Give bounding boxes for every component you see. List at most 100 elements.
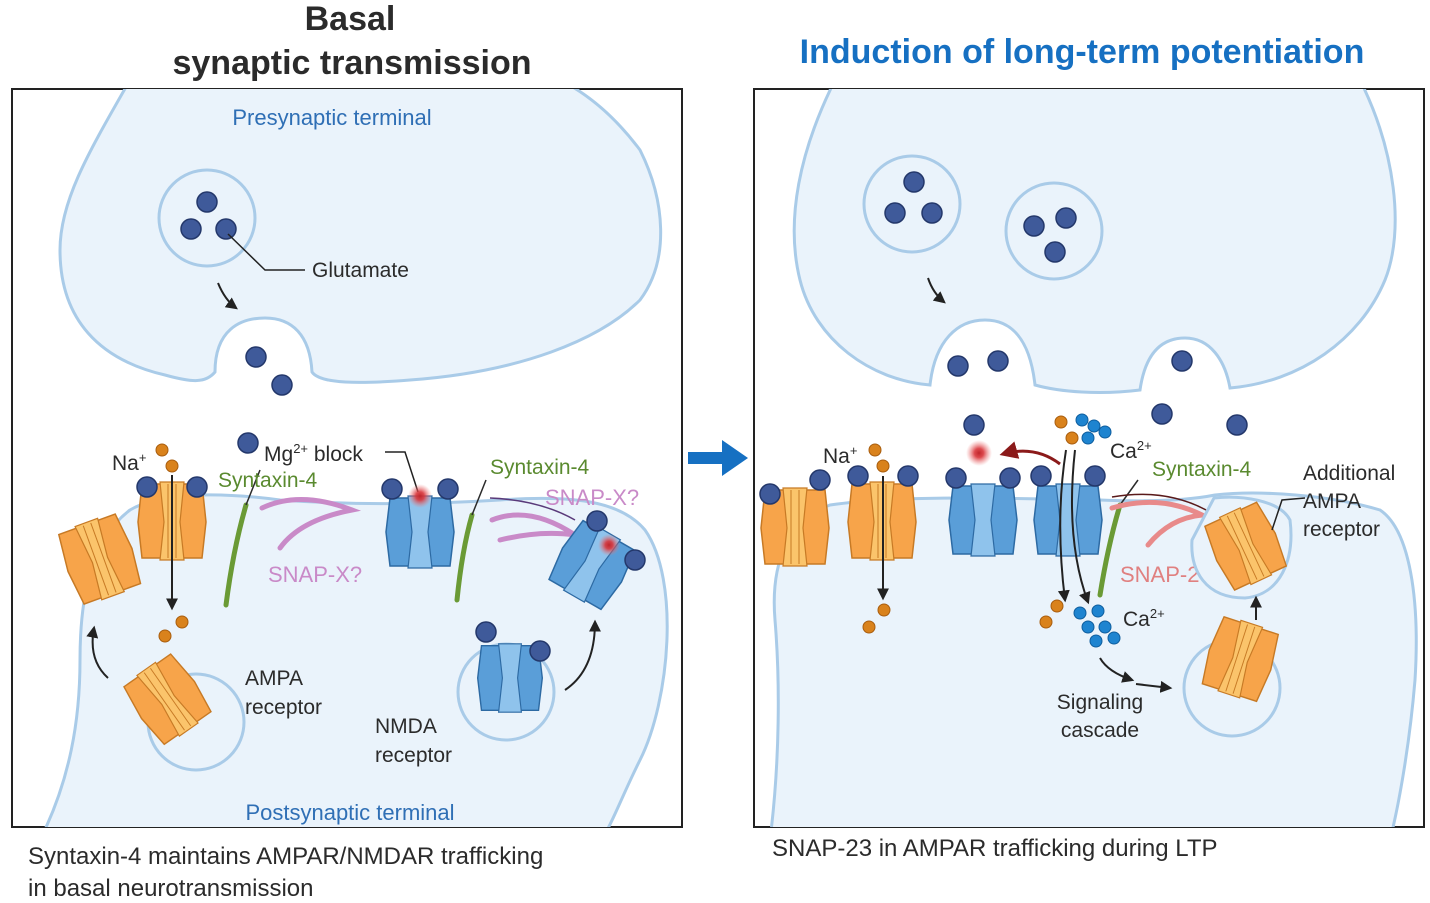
glutamate-molecule: [271, 374, 293, 396]
snapx-label-1: SNAP-X?: [268, 562, 362, 587]
glutamate-leader-line: [227, 233, 305, 271]
glutamate-molecule: [237, 432, 259, 454]
synaptic-vesicle: [862, 154, 962, 254]
cascade-arrow: [1099, 657, 1135, 683]
snap-x: [259, 497, 362, 551]
sodium-ion: [862, 620, 876, 634]
nmda-receptor: [948, 483, 1018, 557]
glutamate-molecule: [897, 465, 919, 487]
glutamate-molecule: [903, 171, 925, 193]
glutamate-molecule: [1226, 414, 1248, 436]
glutamate-molecule: [475, 621, 497, 643]
exocytosis-arrow: [927, 277, 946, 304]
presynaptic-label: Presynaptic terminal: [232, 105, 431, 130]
mg-ion: [408, 484, 432, 508]
exocytosis-arrow: [217, 282, 238, 310]
right-panel: Induction of long-term potentiation: [753, 33, 1425, 862]
syntaxin-4: [1097, 502, 1123, 598]
glutamate-molecule: [921, 202, 943, 224]
ca-label-2: Ca2+: [1123, 606, 1165, 631]
syntaxin-4: [223, 502, 249, 608]
sodium-ion: [877, 603, 891, 617]
syntaxin-label-2: Syntaxin-4: [490, 456, 590, 479]
glutamate-label: Glutamate: [312, 259, 409, 282]
left-panel: Basal synaptic transmission Presynaptic …: [11, 0, 683, 902]
synaptic-vesicle: [1004, 181, 1104, 281]
left-title-line1: Basal: [305, 0, 396, 38]
glutamate-molecule: [245, 346, 267, 368]
sodium-ion: [158, 629, 172, 643]
snapx-label-2: SNAP-X?: [545, 485, 639, 510]
calcium-ion: [1107, 631, 1121, 645]
glutamate-molecule: [586, 510, 608, 532]
additional-label-line2: AMPA: [1303, 490, 1361, 513]
glutamate-molecule: [624, 549, 646, 571]
glutamate-molecule: [381, 478, 403, 500]
calcium-ion: [1075, 413, 1089, 427]
calcium-ion: [1081, 620, 1095, 634]
left-caption-line2: in basal neurotransmission: [28, 875, 313, 902]
glutamate-molecule: [529, 640, 551, 662]
additional-leader-line: [1271, 497, 1306, 531]
syntaxin-4: [454, 512, 475, 603]
additional-label-line1: Additional: [1303, 462, 1395, 485]
glutamate-molecule: [1055, 207, 1077, 229]
ca-label-1: Ca2+: [1110, 438, 1152, 463]
glutamate-molecule: [136, 476, 158, 498]
glutamate-molecule: [947, 355, 969, 377]
glutamate-molecule: [196, 191, 218, 213]
right-caption: SNAP-23 in AMPAR trafficking during LTP: [772, 835, 1218, 862]
calcium-ion: [1073, 606, 1087, 620]
sodium-ion: [1039, 615, 1053, 629]
glutamate-molecule: [437, 478, 459, 500]
syntaxin-label-1: Syntaxin-4: [218, 469, 318, 492]
mg-ion: [598, 534, 620, 556]
glutamate-molecule: [1030, 465, 1052, 487]
syntaxin-4-tail: [1119, 479, 1139, 506]
nmda-label-line2: receptor: [375, 744, 452, 767]
sodium-ion: [1054, 415, 1068, 429]
syntaxin-4-tail: [471, 479, 487, 516]
calcium-ion: [1081, 431, 1095, 445]
mg-expulsion-arrow: [999, 441, 1061, 466]
snap-x-outline: [489, 497, 576, 521]
syntaxin-4-tail: [245, 469, 261, 506]
glutamate-molecule: [987, 350, 1009, 372]
nmda-label-line1: NMDA: [375, 715, 437, 738]
ampa-label-line1: AMPA: [245, 667, 303, 690]
glutamate-molecule: [945, 467, 967, 489]
glutamate-molecule: [847, 465, 869, 487]
presynaptic-terminal: [58, 89, 663, 384]
sodium-ion: [175, 615, 189, 629]
glutamate-molecule: [884, 202, 906, 224]
glutamate-molecule: [809, 469, 831, 491]
sodium-ion: [1065, 431, 1079, 445]
sodium-ion: [876, 459, 890, 473]
sodium-ion: [165, 459, 179, 473]
synaptic-vesicle: [157, 168, 257, 268]
sodium-ion: [155, 443, 169, 457]
sodium-ion: [868, 443, 882, 457]
insertion-arrow: [86, 625, 109, 679]
transition-arrow: [688, 440, 748, 476]
postsynaptic-label: Postsynaptic terminal: [245, 800, 454, 825]
mg-ion-expelled: [966, 440, 992, 466]
mg-block-label: Mg2+ block: [264, 441, 363, 466]
snap-23-outline: [1111, 493, 1207, 511]
calcium-ion: [1089, 634, 1103, 648]
cascade-arrow: [1135, 680, 1173, 693]
snap-23: [1109, 499, 1211, 548]
calcium-ion: [1098, 620, 1112, 634]
calcium-ion: [1091, 604, 1105, 618]
glutamate-molecule: [1151, 403, 1173, 425]
calcium-influx-arrow: [1057, 449, 1070, 603]
na-label: Na+: [823, 443, 857, 468]
additional-label-line3: receptor: [1303, 518, 1380, 541]
ampa-label-line2: receptor: [245, 696, 322, 719]
right-title: Induction of long-term potentiation: [800, 33, 1365, 71]
glutamate-molecule: [1023, 215, 1045, 237]
glutamate-molecule: [180, 218, 202, 240]
glutamate-molecule: [1084, 465, 1106, 487]
glutamate-molecule: [759, 483, 781, 505]
